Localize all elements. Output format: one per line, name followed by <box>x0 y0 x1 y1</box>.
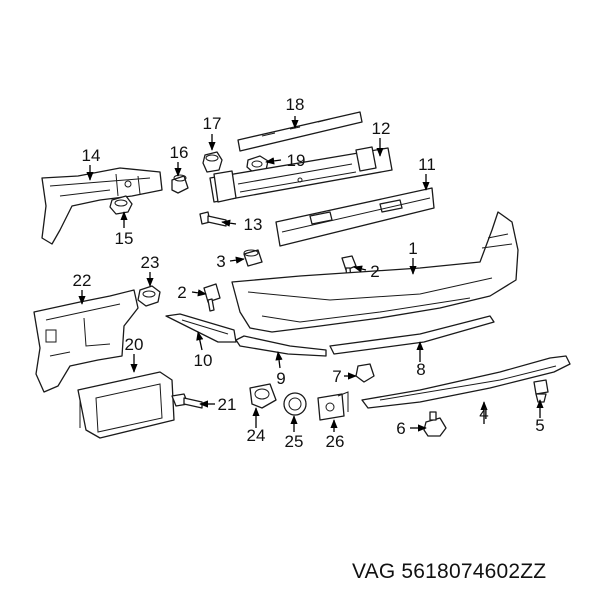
part-8-moulding <box>329 315 495 355</box>
callout-3: 3 <box>216 252 225 271</box>
part-20-module <box>77 371 175 439</box>
part-21-bolt <box>171 393 203 409</box>
callout-26: 26 <box>326 432 345 451</box>
part-23-nut <box>137 285 161 307</box>
callout-8: 8 <box>416 360 425 379</box>
part-16-clip <box>171 174 189 194</box>
callout-21: 21 <box>218 395 237 414</box>
part-25-ring <box>283 392 307 416</box>
callout-25: 25 <box>285 432 304 451</box>
callout-11: 11 <box>418 155 436 174</box>
part-5-clip <box>533 379 549 403</box>
callout-16: 16 <box>170 143 189 162</box>
part-24-sensor <box>249 383 277 409</box>
part-17-nut <box>202 151 223 173</box>
callout-7: 7 <box>332 367 341 386</box>
part-number-caption: VAG 5618074602ZZ <box>352 560 547 583</box>
callout-13: 13 <box>244 215 263 234</box>
part-1-bumper-cover <box>231 211 519 333</box>
callout-9: 9 <box>276 369 285 388</box>
part-9-strip <box>235 335 327 357</box>
callout-1: 1 <box>408 239 417 258</box>
callout-20: 20 <box>125 335 144 354</box>
callout-2-upper: 2 <box>370 262 379 281</box>
part-11-absorber <box>275 187 435 247</box>
part-26-holder <box>317 391 349 421</box>
callout-4: 4 <box>479 404 488 423</box>
part-18-strip <box>237 111 363 152</box>
callout-2-left: 2 <box>177 283 186 302</box>
part-10-trim <box>165 313 237 343</box>
callout-22: 22 <box>73 271 92 290</box>
callout-6: 6 <box>396 419 405 438</box>
callout-18: 18 <box>286 95 305 114</box>
part-22-bracket <box>33 289 139 393</box>
part-4-diffuser <box>361 355 571 409</box>
leader-lines <box>78 116 544 432</box>
callout-23: 23 <box>141 253 160 272</box>
part-14-bracket <box>41 167 163 245</box>
callout-14: 14 <box>82 146 101 165</box>
callout-19: 19 <box>287 151 306 170</box>
callout-numbers: 18 17 16 19 12 11 14 15 13 3 2 1 2 23 22… <box>73 95 545 451</box>
callout-12: 12 <box>372 119 391 138</box>
callout-24: 24 <box>247 426 266 445</box>
part-7-clip <box>355 363 375 383</box>
part-13-bolt <box>199 211 227 227</box>
part-2-screw-left <box>203 283 221 312</box>
part-3-clip <box>243 249 263 267</box>
part-15-bolt <box>109 195 133 215</box>
callout-15: 15 <box>115 229 134 248</box>
callout-5: 5 <box>535 416 544 435</box>
part-12-beam <box>209 146 393 203</box>
part-6-screw <box>423 411 447 437</box>
callout-17: 17 <box>203 114 222 133</box>
callout-10: 10 <box>194 351 213 370</box>
